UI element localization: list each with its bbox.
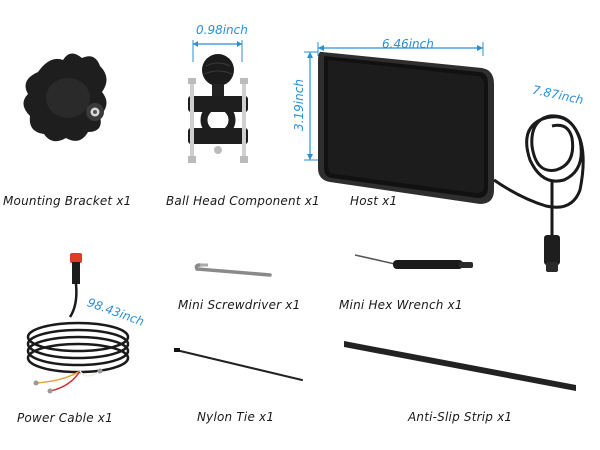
mounting-bracket: Mounting Bracket x1 (0, 0, 131, 208)
power-cable-illustration (26, 253, 130, 394)
mini-screwdriver-label: Mini Screwdriver x1 (178, 298, 301, 312)
mini-hex-wrench-label: Mini Hex Wrench x1 (339, 298, 463, 312)
mounting-bracket-illustration (23, 53, 107, 142)
mounting-bracket-label: Mounting Bracket x1 (3, 194, 132, 208)
nylon-tie-label: Nylon Tie x1 (197, 410, 275, 424)
ball-head-label: Ball Head Component x1 (166, 194, 320, 208)
host-width-dimension: 6.46inch (382, 37, 434, 51)
ball-head-dimension: 0.98inch (196, 23, 248, 37)
anti-slip-strip-illustration (344, 341, 576, 391)
ball-head-illustration (188, 40, 248, 163)
mini-hex-wrench: Mini Hex Wrench x1 (335, 245, 505, 325)
host-height-dimension: 3.19inch (291, 79, 306, 131)
ball-head-component: 0.98inch Ball Head Component x1 (160, 0, 330, 215)
nylon-tie: Nylon Tie x1 (170, 340, 330, 440)
power-cable-label: Power Cable x1 (17, 411, 113, 425)
host-label: Host x1 (350, 194, 398, 208)
host-illustration (304, 42, 585, 272)
power-cable: 98.43inch Power Cable x1 (0, 245, 160, 435)
anti-slip-strip-label: Anti-Slip Strip x1 (408, 410, 513, 424)
host-device: 6.46inch 3.19inch 7.87inch Host x1 (280, 30, 600, 272)
mini-hex-wrench-illustration (354, 254, 473, 269)
anti-slip-strip: Anti-Slip Strip x1 (340, 335, 590, 445)
nylon-tie-illustration (174, 348, 303, 381)
mini-screwdriver-illustration (194, 263, 272, 277)
mini-screwdriver: Mini Screwdriver x1 (175, 245, 335, 325)
